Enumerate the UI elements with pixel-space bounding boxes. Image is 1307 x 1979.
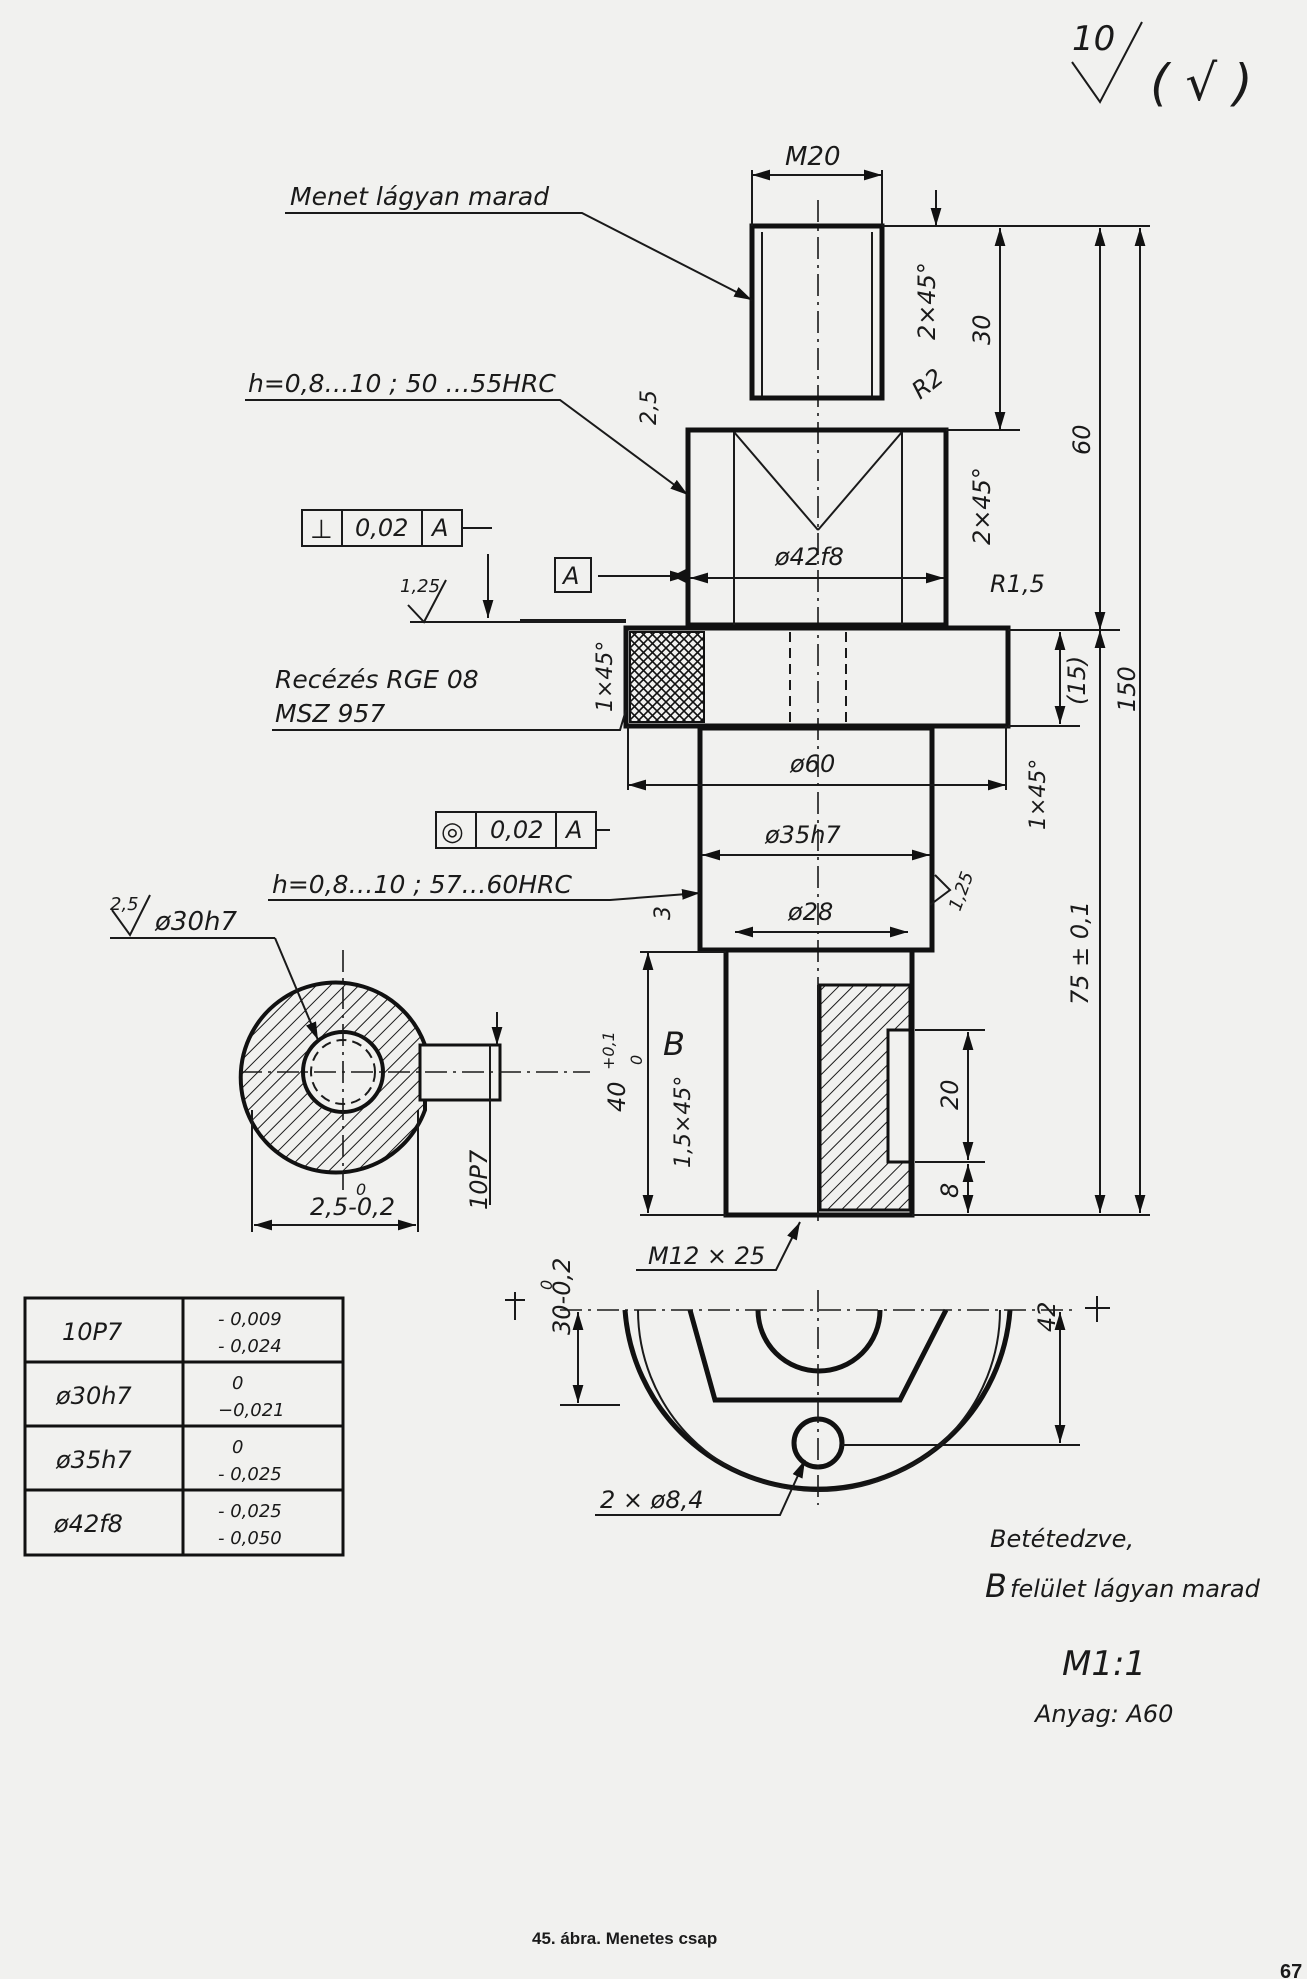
svg-text:ø42f8: ø42f8 [53, 1510, 123, 1538]
dim-42: 42 [1033, 1301, 1061, 1332]
svg-text:A: A [561, 562, 579, 590]
svg-text:2,5: 2,5 [110, 894, 139, 915]
svg-text:0,02: 0,02 [355, 514, 408, 542]
svg-text:- 0,009: - 0,009 [218, 1309, 282, 1330]
top-view: 30-0,2 0 42 2 × ø8,4 [505, 1258, 1110, 1516]
dim-chamfer-1-5: 1,5×45° [671, 1076, 696, 1168]
svg-text:0: 0 [232, 1373, 243, 1394]
note-knurl-1: Recézés RGE 08 [275, 665, 479, 694]
table-row: ø30h7 0 −0,021 [55, 1373, 285, 1421]
tolerance-frame-perpendicularity: ⊥ 0,02 A [301, 509, 492, 547]
dim-30-02: 30-0,2 [548, 1258, 576, 1335]
surface-value: 10 [1072, 19, 1115, 59]
svg-text:0: 0 [232, 1437, 243, 1458]
dim-phi42: ø42f8 [774, 543, 844, 571]
dim-2-5: 2,5 [637, 390, 662, 425]
dim-chamfer-a: 2×45° [913, 262, 941, 340]
svg-text:−0,021: −0,021 [218, 1400, 285, 1421]
dim-30-02-up: 0 [537, 1280, 556, 1290]
datum-b-label: B [663, 1025, 685, 1063]
dim-r2: R2 [906, 363, 948, 405]
dim-20: 20 [936, 1079, 964, 1110]
dim-phi28: ø28 [787, 898, 833, 926]
svg-text:10P7: 10P7 [62, 1318, 123, 1346]
notes: Menet lágyan marad h=0,8…10 ; 50 …55HRC … [248, 182, 1261, 1728]
tolerance-frame-concentricity: ◎ 0,02 A [435, 811, 610, 849]
datum-a: A [554, 557, 688, 593]
dim-2-5-tol: 2,5-0,2 [310, 1193, 395, 1221]
note-scale: M1:1 [1062, 1644, 1146, 1684]
svg-text:A: A [430, 514, 448, 542]
surface-paren: ( √ ) [1150, 54, 1253, 112]
note-material: Anyag: A60 [1033, 1700, 1173, 1728]
dim-2-5-tol-up: 0 [356, 1180, 366, 1199]
note-hardness-top: h=0,8…10 ; 50 …55HRC [248, 369, 556, 398]
svg-text:ø30h7: ø30h7 [55, 1382, 132, 1410]
dim-40: 40 [603, 1081, 631, 1112]
dim-phi60: ø60 [789, 750, 835, 778]
table-row: ø42f8 - 0,025 - 0,050 [53, 1501, 282, 1549]
svg-text:ø35h7: ø35h7 [55, 1446, 132, 1474]
note-knurl-2: MSZ 957 [275, 699, 385, 728]
figure-caption: 45. ábra. Menetes csap [532, 1929, 717, 1948]
svg-text:- 0,024: - 0,024 [218, 1336, 282, 1357]
dimension-lines [245, 169, 1150, 1271]
dim-15: (15) [1063, 656, 1091, 705]
dim-chamfer-1a: 1×45° [593, 641, 618, 712]
dim-8: 8 [936, 1183, 964, 1198]
dimension-labels: M20 2×45° 30 60 R2 2,5 2×45° ø42f8 R1,5 … [593, 142, 1141, 1270]
note-thread-soft: Menet lágyan marad [290, 182, 549, 211]
note-b-surface: felület lágyan marad [1010, 1575, 1261, 1603]
dim-30: 30 [968, 314, 996, 345]
dim-m20: M20 [785, 142, 841, 172]
dim-75: 75 ± 0,1 [1066, 901, 1094, 1005]
dim-m12: M12 × 25 [648, 1242, 765, 1270]
svg-text:- 0,025: - 0,025 [218, 1501, 282, 1522]
dim-holes: 2 × ø8,4 [600, 1486, 704, 1514]
dim-chamfer-b: 2×45° [968, 467, 996, 545]
dim-3: 3 [651, 906, 676, 920]
page-number: 67 [1280, 1961, 1302, 1979]
dim-60: 60 [1068, 424, 1096, 455]
note-b-letter: B [985, 1567, 1007, 1605]
knurl-pattern [629, 631, 705, 723]
svg-text:1,25: 1,25 [945, 869, 978, 914]
svg-text:- 0,050: - 0,050 [218, 1528, 282, 1549]
dim-10p7: 10P7 [465, 1149, 493, 1210]
dim-phi35: ø35h7 [764, 821, 841, 849]
general-surface-symbol: 10 ( √ ) [1071, 19, 1253, 112]
dim-40-tol-up: +0,1 [599, 1031, 618, 1070]
table-row: 10P7 - 0,009 - 0,024 [62, 1309, 282, 1357]
note-case-hardened: Betétedzve, [990, 1525, 1134, 1553]
dim-chamfer-1b: 1×45° [1026, 759, 1051, 830]
svg-text:A: A [564, 816, 582, 844]
svg-text:1,25: 1,25 [400, 576, 440, 597]
main-view [623, 200, 1011, 1225]
note-hardness-mid: h=0,8…10 ; 57…60HRC [272, 870, 572, 899]
svg-text:- 0,025: - 0,025 [218, 1464, 282, 1485]
dim-40-tol-low: 0 [627, 1055, 646, 1065]
dim-phi30: ø30h7 [154, 907, 237, 937]
cross-section-view: ø30h7 10P7 2,5-0,2 0 [110, 907, 590, 1232]
svg-text:0,02: 0,02 [490, 816, 543, 844]
hex-body [685, 427, 949, 628]
tolerance-table: 10P7 - 0,009 - 0,024 ø30h7 0 −0,021 ø35h… [23, 1296, 345, 1557]
dim-r1-5: R1,5 [990, 570, 1045, 598]
dim-150: 150 [1113, 666, 1141, 712]
svg-text:◎: ◎ [441, 817, 464, 847]
table-row: ø35h7 0 - 0,025 [55, 1437, 282, 1485]
svg-text:⊥: ⊥ [310, 515, 333, 545]
thread-stud [749, 223, 885, 401]
